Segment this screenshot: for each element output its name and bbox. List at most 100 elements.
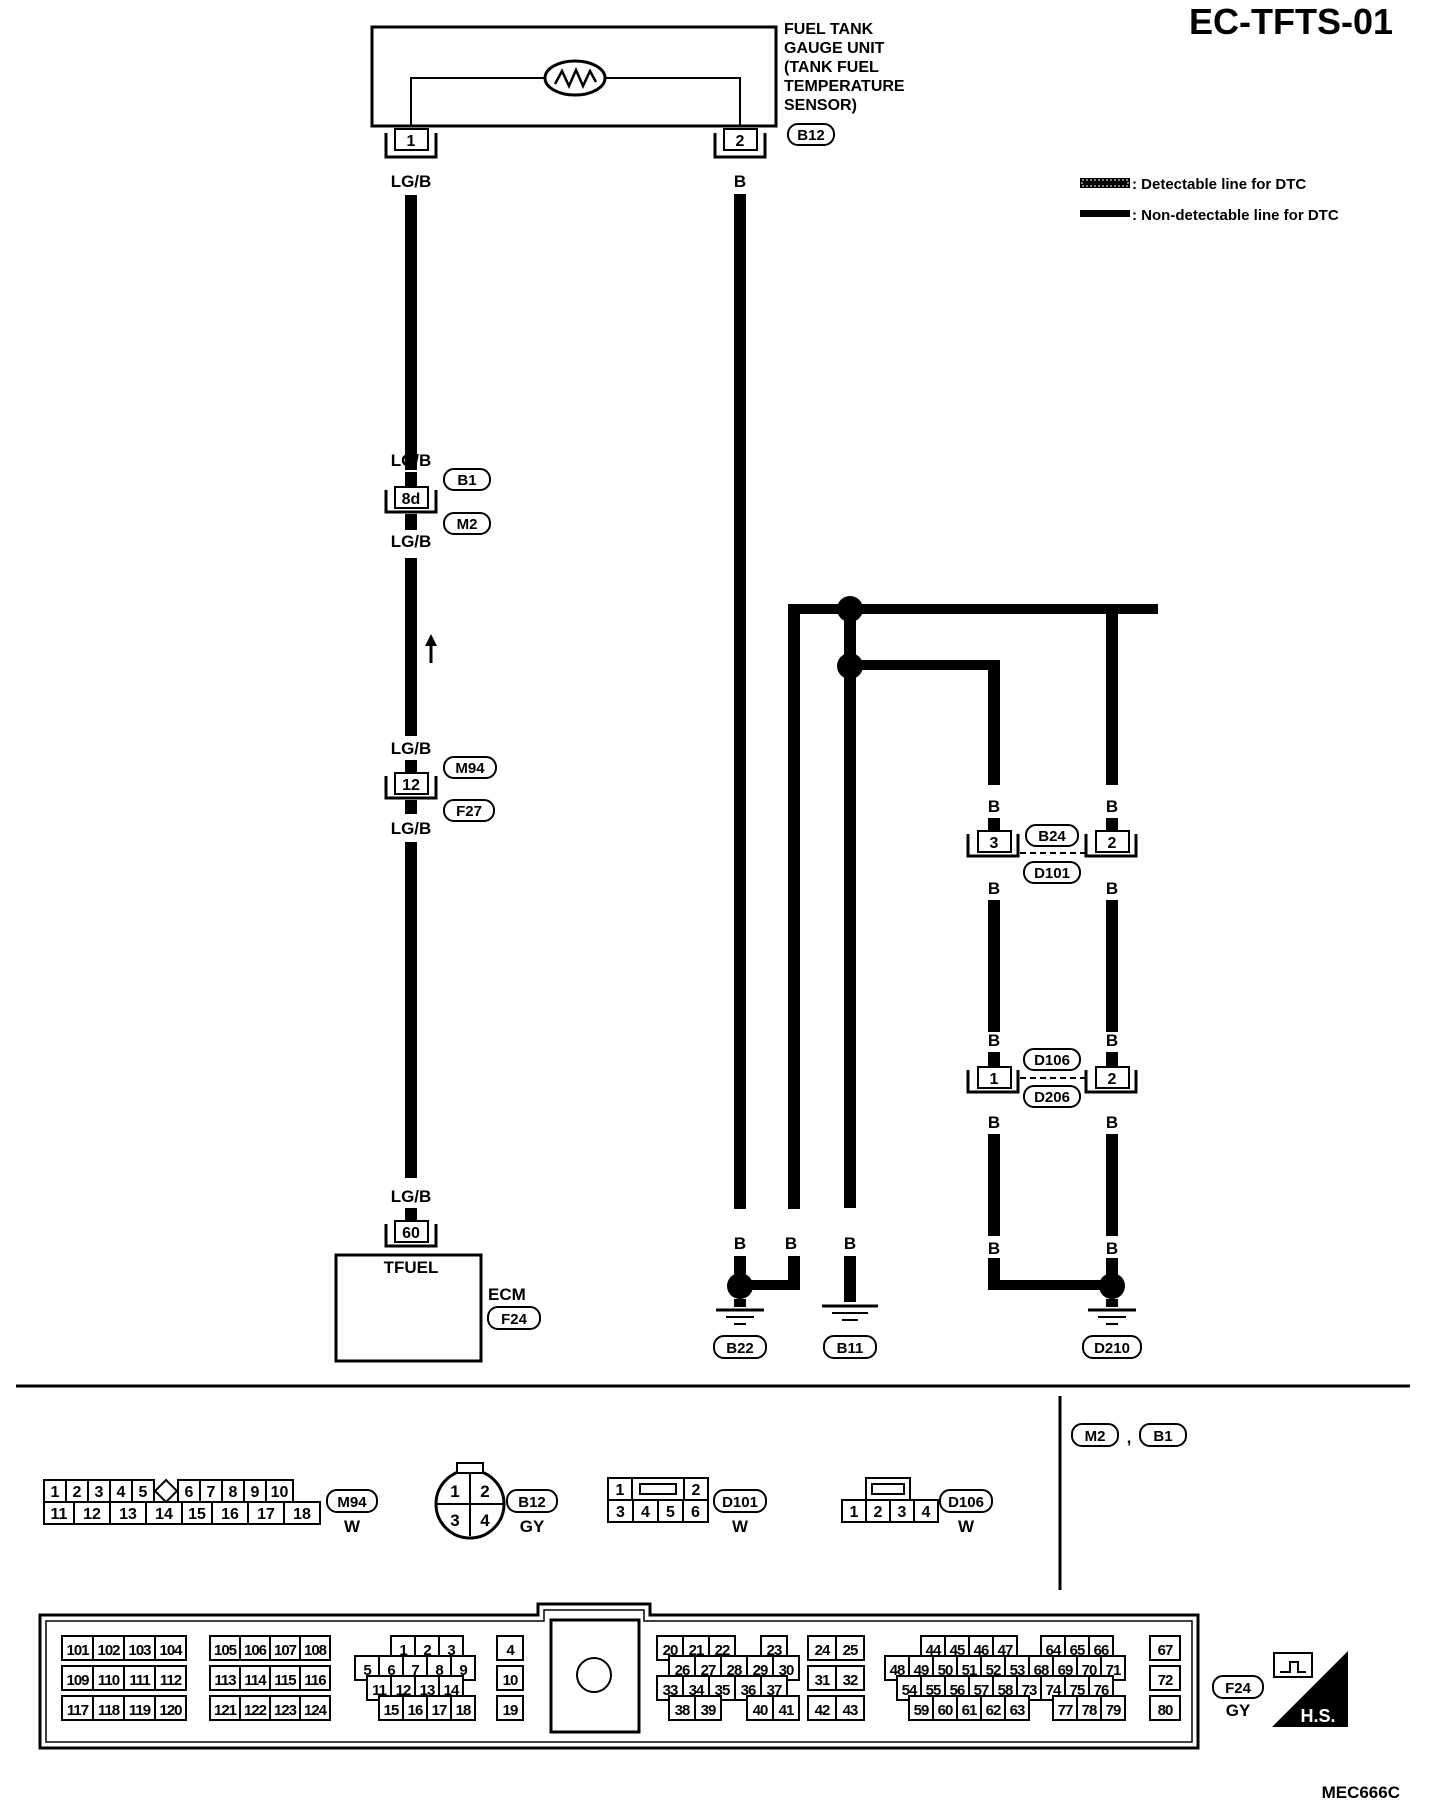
- b12-color: GY: [520, 1517, 545, 1536]
- ecm-pin-44: 44: [926, 1642, 942, 1659]
- connector-id-b12: B12: [797, 127, 825, 144]
- ecm-pin-102: 102: [97, 1642, 120, 1659]
- ecm-pin-80: 80: [1158, 1702, 1173, 1719]
- ecm-pin-42: 42: [815, 1702, 830, 1719]
- wire-color-b-6: B: [988, 879, 1000, 898]
- ecm-pin-8: 8: [435, 1662, 443, 1679]
- connector-id-d101: D101: [1034, 865, 1070, 882]
- d101-pin-2: 2: [692, 1482, 701, 1499]
- ecm-pin-75: 75: [1070, 1682, 1085, 1699]
- b12-face-label: B12: [518, 1494, 546, 1511]
- b1-label: B1: [1153, 1428, 1172, 1445]
- ecm-pin-48: 48: [890, 1662, 905, 1679]
- d106-pin-4: 4: [922, 1504, 931, 1521]
- wire-color-lgb-1: LG/B: [391, 172, 432, 191]
- ecm-pin-47: 47: [998, 1642, 1013, 1659]
- ecm-pin-3: 3: [447, 1642, 455, 1659]
- ecm-pin-49: 49: [914, 1662, 929, 1679]
- ecm-pin-16: 16: [408, 1702, 423, 1719]
- d106-key-icon: [871, 1483, 905, 1495]
- ecm-pin-51: 51: [962, 1662, 977, 1679]
- ecm-pin-60: 60: [402, 1225, 420, 1242]
- legend-non-detectable: : Non-detectable line for DTC: [1132, 207, 1339, 224]
- d106-color: W: [958, 1517, 975, 1536]
- wire-color-lgb-6: LG/B: [391, 1187, 432, 1206]
- ecm-pin-65: 65: [1070, 1642, 1085, 1659]
- wire-color-b-9: B: [988, 1239, 1000, 1258]
- m94-pin-1: 1: [51, 1484, 60, 1501]
- m94-pin-2: 2: [73, 1484, 82, 1501]
- ecm-pin-45: 45: [950, 1642, 965, 1659]
- sensor-title-line-1: FUEL TANK: [784, 21, 874, 38]
- ecm-pin-78: 78: [1082, 1702, 1097, 1719]
- ecm-pin-34: 34: [689, 1682, 705, 1699]
- m94-pin-9: 9: [251, 1484, 260, 1501]
- ecm-pin-25: 25: [843, 1642, 858, 1659]
- ecm-pin-54: 54: [902, 1682, 918, 1699]
- m94-pin-3: 3: [95, 1484, 104, 1501]
- ecm-pin-27: 27: [701, 1662, 716, 1679]
- ecm-pin-115: 115: [274, 1672, 296, 1689]
- ecm-pin-73: 73: [1022, 1682, 1037, 1699]
- connector-id-d206: D206: [1034, 1089, 1070, 1106]
- hs-label: H.S.: [1300, 1706, 1335, 1726]
- ecm-pin-33: 33: [663, 1682, 678, 1699]
- m94-pin-11: 11: [51, 1506, 68, 1523]
- wire-color-b-8: B: [988, 1113, 1000, 1132]
- wire-color-b-5: B: [988, 797, 1000, 816]
- wire-color-b-12: B: [1106, 1031, 1118, 1050]
- ecm-pin-67: 67: [1158, 1642, 1173, 1659]
- ecm-pin-1: 1: [399, 1642, 407, 1659]
- ecm-pin-110: 110: [98, 1672, 120, 1689]
- sensor-title-line-3: (TANK FUEL: [784, 59, 879, 76]
- joint-pin-8d: 8d: [402, 491, 421, 508]
- joint-pin-1: 1: [990, 1071, 999, 1088]
- ecm-connector-color: GY: [1226, 1701, 1251, 1720]
- sensor-title-line-5: SENSOR): [784, 97, 857, 114]
- thermistor-symbol: [543, 59, 607, 97]
- grounds: B22 B11 D210: [713, 1299, 1142, 1359]
- ecm-pin-62: 62: [986, 1702, 1001, 1719]
- m2-b1-separator: ,: [1127, 1428, 1132, 1447]
- m94-pin-17: 17: [257, 1506, 275, 1523]
- ecm-pin-23: 23: [767, 1642, 782, 1659]
- connector-id-m2: M2: [457, 516, 478, 533]
- m94-color: W: [344, 1517, 361, 1536]
- b12-pin-1: 1: [450, 1482, 459, 1501]
- ecm-pin-63: 63: [1010, 1702, 1025, 1719]
- ecm-pin-11: 11: [372, 1682, 387, 1699]
- d101-face-label: D101: [722, 1494, 758, 1511]
- ecm-pin-68: 68: [1034, 1662, 1049, 1679]
- ecm-pin-5: 5: [363, 1662, 371, 1679]
- m94-pin-14: 14: [155, 1506, 173, 1523]
- ecm-pin-105: 105: [214, 1642, 237, 1659]
- legend: : Detectable line for DTC : Non-detectab…: [1080, 176, 1339, 224]
- d101-pin-4: 4: [641, 1504, 650, 1521]
- d101-key-icon: [639, 1483, 677, 1495]
- m2-label: M2: [1085, 1428, 1106, 1445]
- wire-color-b-7: B: [988, 1031, 1000, 1050]
- ecm-pin-56: 56: [950, 1682, 965, 1699]
- hs-badge: [1272, 1651, 1348, 1727]
- m94-pin-7: 7: [207, 1484, 216, 1501]
- sensor-title-line-4: TEMPERATURE: [784, 78, 905, 95]
- ecm-pin-70: 70: [1082, 1662, 1097, 1679]
- m94-pin-12: 12: [83, 1506, 101, 1523]
- m94-pin-15: 15: [188, 1506, 206, 1523]
- m94-key-icon: [153, 1478, 179, 1504]
- ecm-pin-31: 31: [815, 1672, 830, 1689]
- ecm-pin-35: 35: [715, 1682, 730, 1699]
- right-ground-pair: B 3 B B 1 B B B 2 B B 2 B B: [966, 797, 1138, 1299]
- ecm-signal-tfuel: TFUEL: [384, 1258, 439, 1277]
- ecm-pin-58: 58: [998, 1682, 1013, 1699]
- wire-color-lgb-5: LG/B: [391, 819, 432, 838]
